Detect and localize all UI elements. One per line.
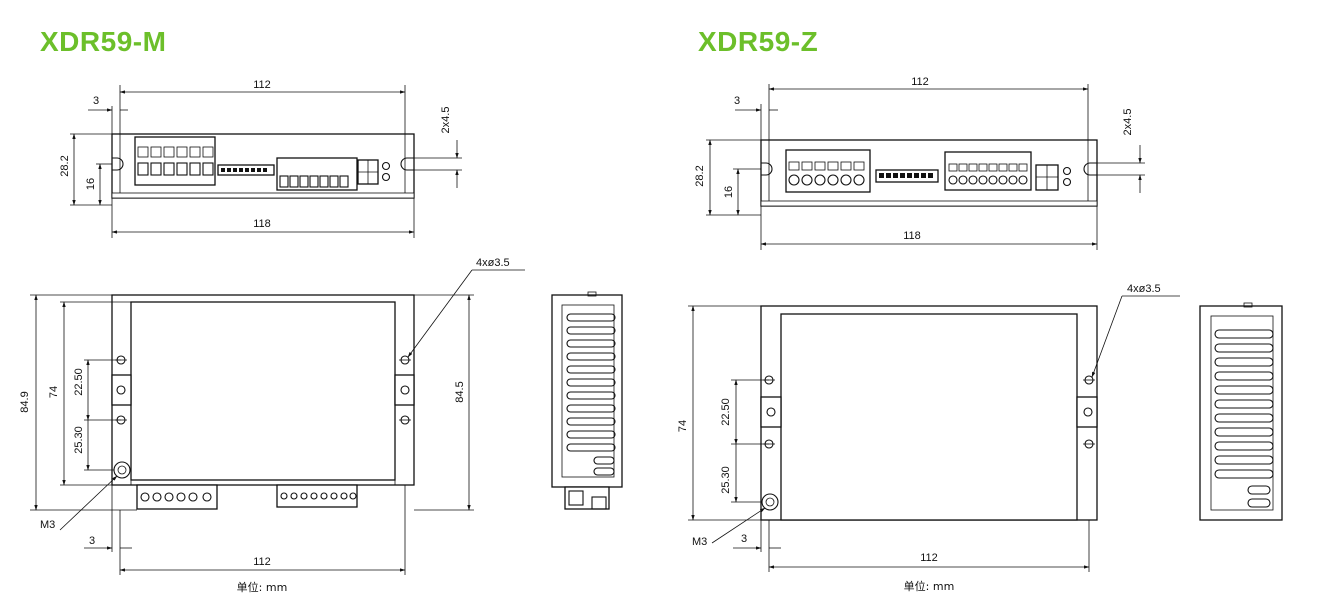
m-front-connector-right <box>276 157 358 191</box>
z-front-view: 112 3 28.2 16 2x4.5 118 <box>694 76 1145 250</box>
z-unit-label: 单位: mm <box>904 579 955 593</box>
m-top-dim-hole-gap-lower: 25.30 <box>73 426 85 454</box>
z-top-dim-hole-gap-upper: 22.50 <box>720 398 732 426</box>
z-top-cover <box>780 313 1078 521</box>
z-top-dim-width: 112 <box>920 552 938 564</box>
m-front-led-1 <box>381 161 391 171</box>
z-front-connector-left <box>785 149 871 193</box>
z-top-dim-hole-gap-lower: 25.30 <box>720 466 732 494</box>
m-top-label-screw: M3 <box>40 519 55 531</box>
m-front-slot-left <box>112 157 124 171</box>
z-side-view <box>1199 302 1283 521</box>
m-top-cover <box>130 301 396 481</box>
model-title-xdr59-z: XDR59-Z <box>698 26 819 57</box>
m-top-label-holes: 4xø3.5 <box>476 257 510 269</box>
z-front-connector-right <box>944 151 1032 191</box>
z-front-dim-width-total: 118 <box>903 230 921 242</box>
m-front-view: 112 3 28.2 16 2x4.5 118 <box>59 79 462 238</box>
m-top-dim-offset: 3 <box>89 535 95 547</box>
m-top-dim-height-total: 84.9 <box>19 391 31 412</box>
z-front-slot-left <box>761 162 773 176</box>
z-front-led-2 <box>1062 177 1072 187</box>
m-front-dim-height: 28.2 <box>59 155 71 176</box>
m-front-dim-width: 112 <box>253 79 271 91</box>
m-front-dim-slot-size: 2x4.5 <box>440 107 452 134</box>
z-front-dim-slot-height: 16 <box>723 186 735 198</box>
m-front-led-2 <box>381 172 391 182</box>
m-top-connector-left <box>136 484 218 510</box>
m-unit-label: 单位: mm <box>237 580 288 594</box>
m-top-dim-width: 112 <box>253 556 271 568</box>
m-top-dim-hole-gap-upper: 22.50 <box>73 368 85 396</box>
z-top-view: 74 22.50 25.30 4xø3.5 M3 3 112 单位: mm <box>677 283 1180 593</box>
m-side-view <box>551 291 623 510</box>
z-front-slot-right <box>1083 162 1097 176</box>
z-front-dim-width: 112 <box>911 76 929 88</box>
m-top-dim-height-holes: 84.5 <box>454 381 466 402</box>
m-top-view: 84.9 74 22.50 25.30 84.5 4xø3.5 M3 3 112… <box>19 257 525 594</box>
m-front-slot-right <box>400 157 414 171</box>
z-top-label-screw: M3 <box>692 536 707 548</box>
z-top-dim-offset: 3 <box>741 533 747 545</box>
m-front-dim-offset: 3 <box>93 95 99 107</box>
m-front-connector-left <box>137 146 214 176</box>
z-side-body <box>1199 305 1283 521</box>
z-front-dim-slot-size: 2x4.5 <box>1122 109 1134 136</box>
m-side-body <box>551 294 623 488</box>
z-front-dim-offset: 3 <box>734 95 740 107</box>
z-top-dim-height: 74 <box>677 420 689 432</box>
z-front-led-1 <box>1062 166 1072 176</box>
z-front-dim-height: 28.2 <box>694 165 706 186</box>
m-top-dim-height: 74 <box>48 386 60 398</box>
m-front-dim-width-total: 118 <box>253 218 271 230</box>
z-top-label-holes: 4xø3.5 <box>1127 283 1161 295</box>
model-title-xdr59-m: XDR59-M <box>40 26 167 57</box>
m-front-dim-slot-height: 16 <box>85 178 97 190</box>
